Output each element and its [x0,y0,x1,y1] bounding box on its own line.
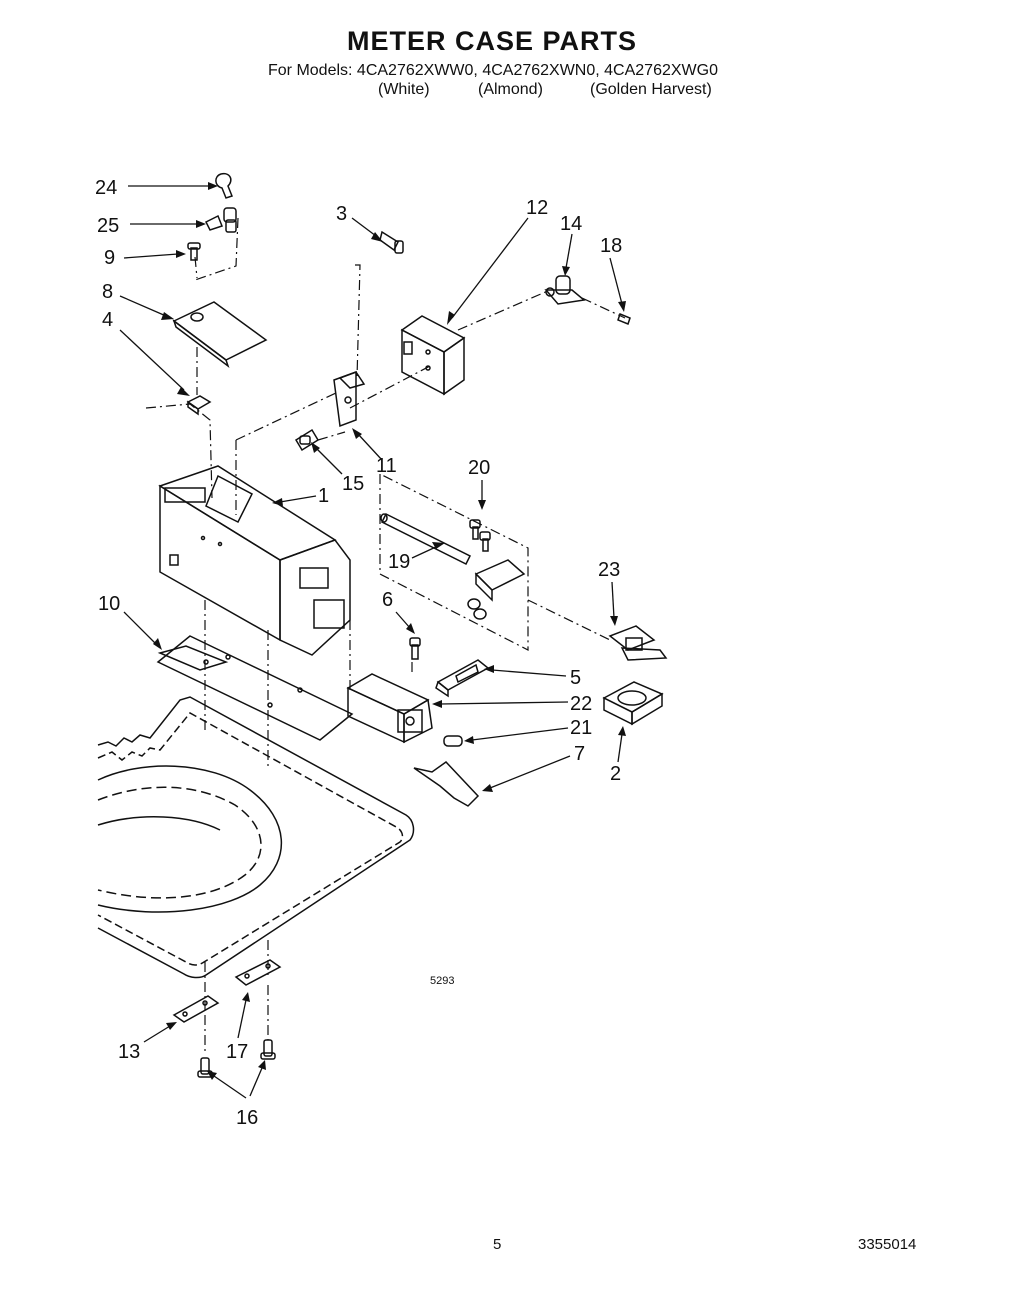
screw-part-21 [443,735,463,747]
callout-15: 15 [342,473,364,495]
rod-part-19 [380,512,472,566]
color-label-white: (White) [378,81,430,98]
page-title: METER CASE PARTS [346,26,638,56]
callout-13: 13 [118,1041,140,1063]
key-part-25 [204,207,237,233]
callout-6: 6 [382,589,393,611]
callout-11: 11 [376,455,397,477]
leader-lines [119,182,626,1099]
bracket-part-20 [467,519,526,620]
callout-24: 24 [95,177,117,199]
meter-box-part-12 [400,315,466,396]
callout-2: 2 [610,763,621,785]
coin-box-part-22 [346,673,433,744]
document-number: 3355014 [858,1236,917,1253]
guide-line-23 [527,599,611,641]
screw-part-15 [294,428,320,452]
callout-18: 18 [600,235,622,257]
guide-line-4 [145,403,213,499]
callout-12: 12 [526,197,548,219]
callout-5: 5 [570,667,581,689]
callout-23: 23 [598,559,620,581]
callout-22: 22 [570,693,592,715]
cup-part-2 [602,681,664,726]
knob-part-24 [215,172,233,199]
clip-part-17 [234,959,282,986]
model-number-white: 4CA2762XWW0, [356,62,478,79]
callout-21: 21 [570,717,592,739]
bracket-part-13 [172,995,220,1023]
page-number: 5 [493,1236,502,1253]
callout-25: 25 [97,215,119,237]
callout-19: 19 [388,551,410,573]
diagram-code: 5293 [430,975,454,987]
pin-part-18 [617,313,631,325]
callout-7: 7 [574,743,585,765]
model-number-almond: 4CA2762XWN0, [482,62,600,79]
screw-part-6 [409,637,421,660]
guide-line-18 [581,297,626,319]
cover-part-8 [172,301,268,369]
guide-line-11b [235,391,339,441]
screw-part-3 [379,230,404,254]
assembly-boundary-20 [379,473,529,651]
spring-part-7 [413,761,480,807]
callout-1: 1 [318,485,329,507]
models-prefix: For Models: [268,62,353,79]
callout-10: 10 [98,593,120,615]
callout-3: 3 [336,203,347,225]
guide-line-14 [457,289,551,331]
callout-17: 17 [226,1041,248,1063]
screw-part-9 [187,242,201,261]
nut-part-4 [186,395,212,416]
screw-part-16 [197,1039,276,1078]
color-label-almond: (Almond) [478,81,543,98]
washer-top-outline [97,696,415,979]
guide-line-12 [349,365,431,409]
color-label-golden-harvest: (Golden Harvest) [590,81,712,98]
latch-part-14 [544,275,586,305]
callout-16: 16 [236,1107,258,1129]
slide-part-23 [608,625,668,661]
models-line: For Models: 4CA2762XWW0, 4CA2762XWN0, 4C… [268,62,718,80]
callout-4: 4 [102,309,113,331]
guide-line-25 [194,217,239,281]
cover-part-5 [435,659,490,698]
model-number-golden-harvest: 4CA2762XWG0 [604,62,718,79]
callout-14: 14 [560,213,582,235]
callout-20: 20 [468,457,490,479]
callout-labels: 24 25 9 8 4 3 12 14 18 11 15 1 20 19 23 … [95,177,622,1129]
callout-9: 9 [104,247,115,269]
bracket-part-11 [333,370,366,428]
gasket-part-10 [156,635,354,741]
callout-8: 8 [102,281,113,303]
guide-line-3 [355,264,361,379]
guide-line-15 [317,431,346,441]
